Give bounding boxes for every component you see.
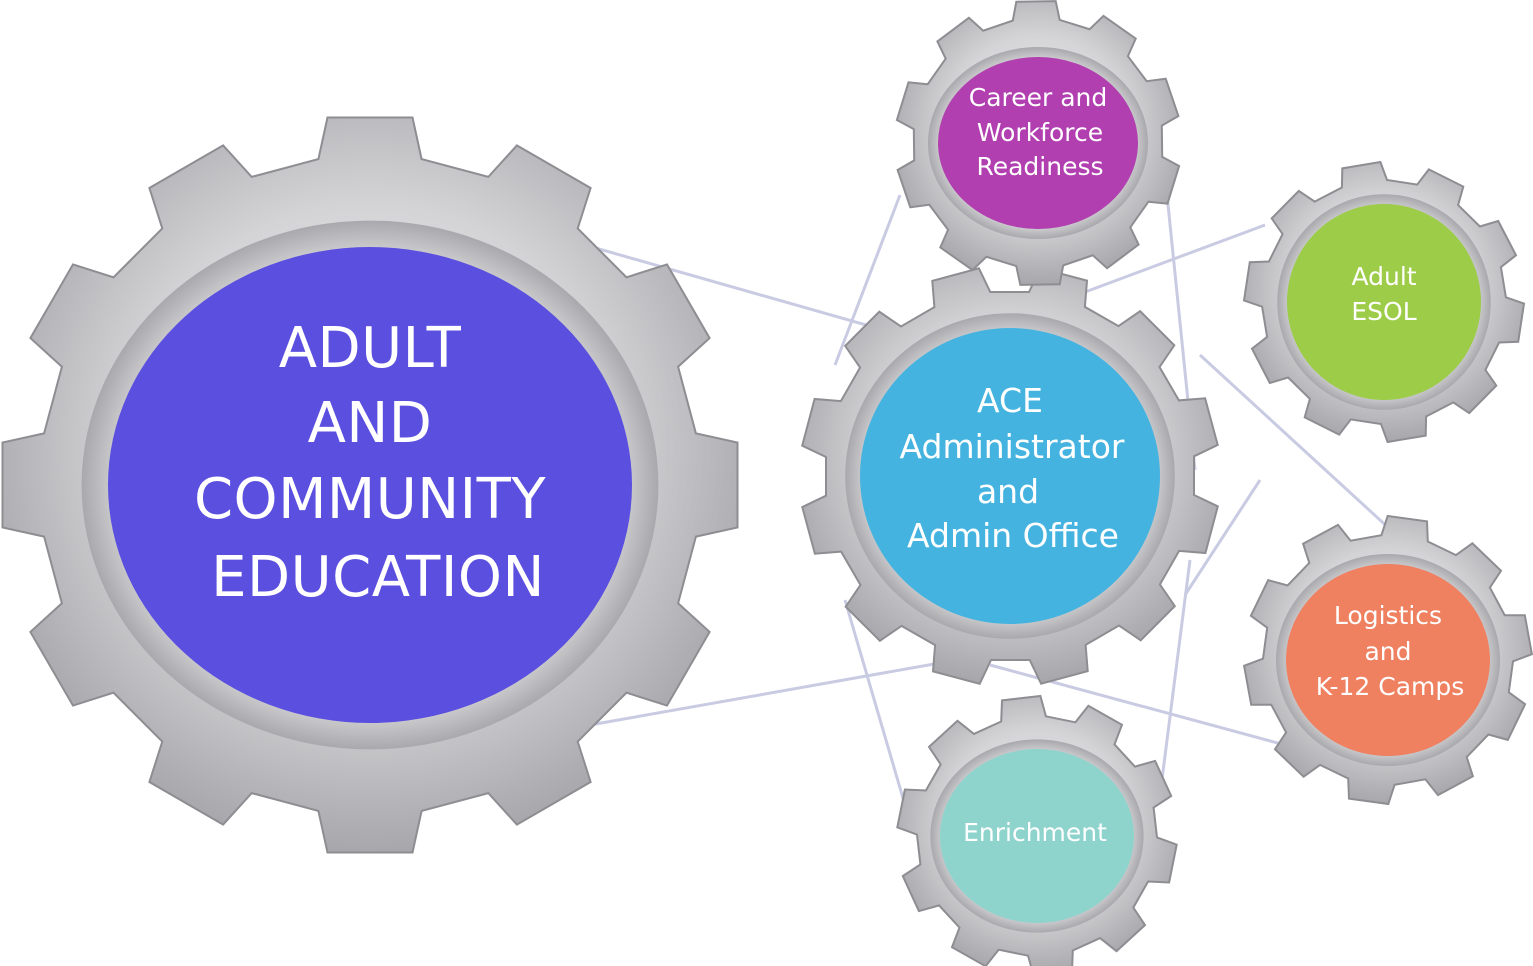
central-label-line-1: ADULT xyxy=(279,316,462,381)
connector-line xyxy=(843,599,907,806)
career-workforce-gear xyxy=(895,0,1181,286)
gear-face xyxy=(938,57,1138,229)
ace-admin-label: ACE Administrator and Admin Office xyxy=(900,381,1125,555)
central-gear xyxy=(1,116,739,854)
ace-label-line-1: ACE xyxy=(977,381,1043,420)
gear-face xyxy=(860,328,1160,624)
central-gear-label: ADULT AND COMMUNITY EDUCATION xyxy=(194,316,546,610)
logistics-k12-gear xyxy=(1242,514,1533,806)
gear-face xyxy=(1287,204,1481,400)
career-label-line-3: Readiness xyxy=(976,152,1103,181)
esol-label-line-2: ESOL xyxy=(1351,297,1416,326)
gear-face xyxy=(940,749,1134,923)
ace-label-line-3: and xyxy=(977,472,1039,511)
connector-line xyxy=(833,194,902,366)
gear-face xyxy=(108,247,632,723)
career-label-line-1: Career and xyxy=(969,83,1108,112)
central-label-line-4: EDUCATION xyxy=(211,545,545,610)
logistics-k12-label: Logistics and K-12 Camps xyxy=(1316,601,1465,701)
central-label-line-3: COMMUNITY xyxy=(194,467,546,532)
connector-line xyxy=(1158,559,1192,796)
connector-line xyxy=(589,653,986,727)
logistics-label-line-1: Logistics xyxy=(1334,601,1442,630)
logistics-label-line-2: and xyxy=(1364,637,1411,666)
adult-esol-label: Adult ESOL xyxy=(1351,262,1416,326)
connector-line xyxy=(1183,479,1262,596)
gear-face xyxy=(1286,564,1490,756)
ace-label-line-4: Admin Office xyxy=(907,516,1119,555)
enrichment-label-line-1: Enrichment xyxy=(963,818,1107,847)
adult-esol-gear xyxy=(1242,160,1526,444)
enrichment-label: Enrichment xyxy=(963,818,1107,847)
esol-label-line-1: Adult xyxy=(1351,262,1416,291)
ace-label-line-2: Administrator xyxy=(900,427,1125,466)
enrichment-gear xyxy=(896,694,1178,966)
central-label-line-2: AND xyxy=(308,391,433,456)
career-label-line-2: Workforce xyxy=(977,118,1103,147)
career-workforce-label: Career and Workforce Readiness xyxy=(969,83,1108,181)
logistics-label-line-3: K-12 Camps xyxy=(1316,672,1465,701)
ace-admin-gear xyxy=(801,267,1219,685)
